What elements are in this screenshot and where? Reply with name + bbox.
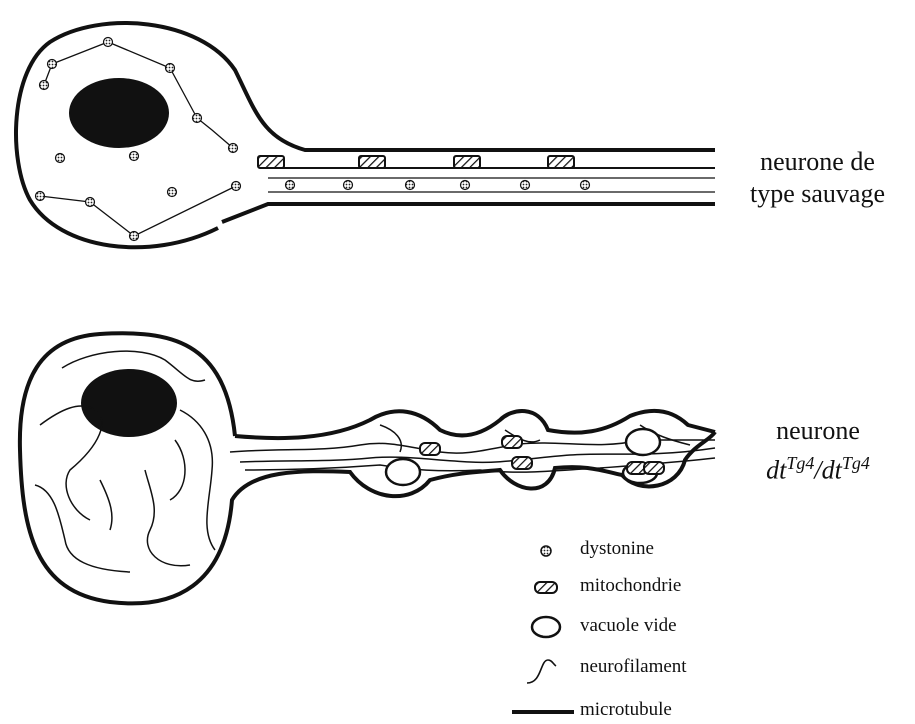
- legend-label-neurofilament: neurofilament: [580, 656, 687, 678]
- dystonine-icon: [541, 546, 551, 556]
- legend-label-microtubule: microtubule: [580, 699, 672, 721]
- legend-label-dystonine: dystonine: [580, 538, 654, 560]
- mutant-genotype-sup-2: Tg4: [842, 453, 870, 473]
- mutant-genotype: dtTg4/dtTg4: [728, 447, 908, 487]
- wild-type-mitochondria: [258, 156, 574, 168]
- mutant-label: neurone dtTg4/dtTg4: [728, 415, 908, 487]
- wild-type-label: neurone de type sauvage: [730, 146, 905, 210]
- neurofilament-icon: [527, 660, 556, 683]
- mutant-genotype-base-2: dt: [822, 456, 842, 485]
- empty-vacuole-icon: [532, 617, 560, 637]
- mutant-genotype-sup-1: Tg4: [786, 453, 814, 473]
- wild-type-label-line1: neurone de: [730, 146, 905, 178]
- mutant-neuron: [20, 333, 715, 603]
- wild-type-soma-filament-2: [40, 186, 236, 236]
- mutant-nucleus: [81, 369, 177, 437]
- legend-label-vacuole: vacuole vide: [580, 615, 677, 637]
- legend-icons: [512, 546, 574, 712]
- wild-type-neuron: [16, 23, 715, 247]
- wild-type-axon-dystonine: [286, 181, 590, 190]
- wild-type-axon-lower-membrane: [222, 204, 715, 222]
- wild-type-nucleus: [69, 78, 169, 148]
- mutant-label-line1: neurone: [728, 415, 908, 447]
- mitochondria-icon: [535, 582, 557, 593]
- legend-label-mitochondria: mitochondrie: [580, 575, 681, 597]
- mutant-genotype-base-1: dt: [766, 456, 786, 485]
- mutant-genotype-slash: /: [814, 456, 821, 485]
- wild-type-label-line2: type sauvage: [730, 178, 905, 210]
